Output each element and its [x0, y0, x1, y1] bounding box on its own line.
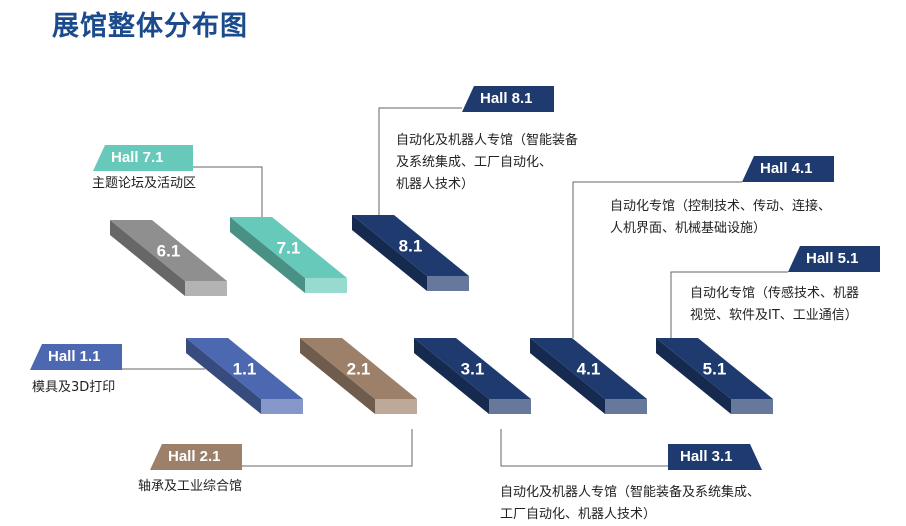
- connector-line: [670, 271, 788, 338]
- desc-line: 及系统集成、工厂自动化、: [396, 155, 553, 170]
- desc-line: 自动化专馆（控制技术、传动、连接、: [610, 199, 832, 214]
- block-face: [427, 276, 469, 291]
- hall-7-1-tag: Hall 7.1: [93, 145, 193, 171]
- hall-block-7-1: 7.1: [230, 217, 347, 293]
- desc-line: 模具及3D打印: [32, 380, 116, 395]
- block-face: [656, 338, 773, 399]
- desc-line: 自动化及机器人专馆（智能装备: [396, 133, 579, 148]
- block-face: [230, 217, 305, 293]
- hall-block-6-1: 6.1: [110, 220, 227, 296]
- hall-block-5-1: 5.1: [656, 338, 773, 414]
- page-title: 展馆整体分布图: [52, 11, 248, 42]
- desc-line: 视觉、软件及IT、工业通信）: [690, 308, 858, 323]
- connector-line: [193, 166, 263, 217]
- hall-8-1-desc: 自动化及机器人专馆（智能装备 及系统集成、工厂自动化、 机器人技术）: [396, 130, 578, 196]
- connector-line: [572, 181, 742, 338]
- connector-line: [242, 429, 413, 467]
- desc-line: 机器人技术）: [396, 177, 475, 192]
- hall-5-1-desc: 自动化专馆（传感技术、机器 视觉、软件及IT、工业通信）: [690, 283, 859, 327]
- hall-2-1-tag: Hall 2.1: [150, 444, 242, 470]
- hall-8-1-tag: Hall 8.1: [462, 86, 554, 112]
- hall-block-2-1: 2.1: [300, 338, 417, 414]
- hall-blocks: 1.1 2.1 3.1 4.1 5.1 6.1 7.1 8.1: [110, 215, 773, 414]
- hall-4-1-tag: Hall 4.1: [742, 156, 834, 182]
- hall-4-1-desc: 自动化专馆（控制技术、传动、连接、 人机界面、机械基础设施）: [610, 196, 831, 240]
- hall-5-1-tag: Hall 5.1: [788, 246, 880, 272]
- block-face: [375, 399, 417, 414]
- block-face: [261, 399, 303, 414]
- hall-block-3-1: 3.1: [414, 338, 531, 414]
- hall-3-1-tag: Hall 3.1: [668, 444, 762, 470]
- desc-line: 主题论坛及活动区: [92, 176, 197, 191]
- hall-block-8-1: 8.1: [352, 215, 469, 291]
- hall-7-1-desc: 主题论坛及活动区: [92, 173, 196, 195]
- block-face: [185, 281, 227, 296]
- block-face: [300, 338, 417, 399]
- block-face: [352, 215, 427, 291]
- hall-block-4-1: 4.1: [530, 338, 647, 414]
- hall-block-label: 6.1: [157, 242, 181, 261]
- desc-line: 人机界面、机械基础设施）: [610, 221, 767, 236]
- block-face: [186, 338, 303, 399]
- hall-block-label: 8.1: [399, 237, 423, 256]
- block-face: [110, 220, 185, 296]
- desc-line: 工厂自动化、机器人技术）: [500, 507, 657, 522]
- block-face: [530, 338, 605, 414]
- hall-1-1-tag: Hall 1.1: [30, 344, 122, 370]
- connector-line: [378, 107, 462, 215]
- block-face: [414, 338, 489, 414]
- hall-block-label: 3.1: [461, 360, 485, 379]
- desc-line: 轴承及工业综合馆: [138, 479, 243, 494]
- block-face: [186, 338, 261, 414]
- block-face: [605, 399, 647, 414]
- hall-2-1-desc: 轴承及工业综合馆: [138, 476, 242, 498]
- hall-block-1-1: 1.1: [186, 338, 303, 414]
- block-face: [300, 338, 375, 414]
- connector-lines: [122, 107, 788, 467]
- hall-block-label: 2.1: [347, 360, 371, 379]
- block-face: [656, 338, 731, 414]
- connector-line: [500, 429, 668, 467]
- hall-1-1-desc: 模具及3D打印: [32, 377, 115, 399]
- desc-line: 自动化专馆（传感技术、机器: [690, 286, 860, 301]
- block-face: [110, 220, 227, 281]
- block-face: [305, 278, 347, 293]
- hall-block-label: 4.1: [577, 360, 601, 379]
- hall-block-label: 7.1: [277, 239, 301, 258]
- hall-3-1-desc: 自动化及机器人专馆（智能装备及系统集成、 工厂自动化、机器人技术）: [500, 482, 760, 526]
- block-face: [230, 217, 347, 278]
- hall-block-label: 1.1: [233, 360, 257, 379]
- desc-line: 自动化及机器人专馆（智能装备及系统集成、: [500, 485, 761, 500]
- hall-block-label: 5.1: [703, 360, 727, 379]
- block-face: [731, 399, 773, 414]
- block-face: [530, 338, 647, 399]
- block-face: [352, 215, 469, 276]
- block-face: [414, 338, 531, 399]
- block-face: [489, 399, 531, 414]
